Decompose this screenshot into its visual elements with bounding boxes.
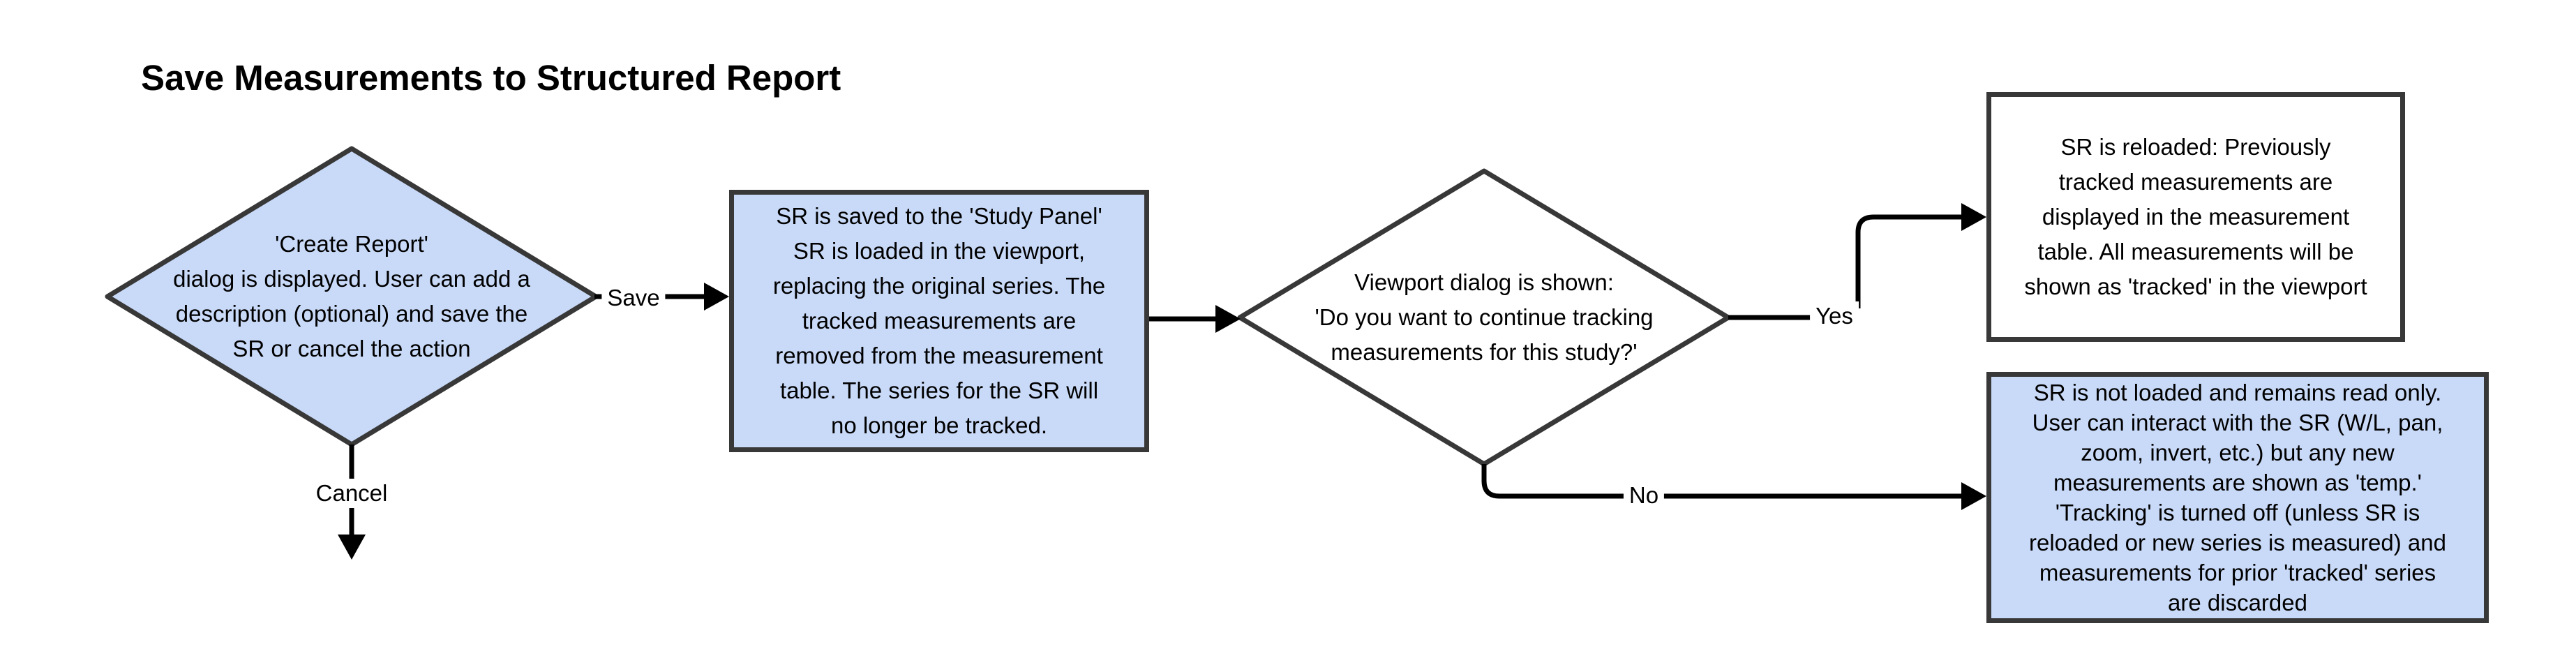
edge-no-arrowhead bbox=[1961, 482, 1986, 510]
edge-yes-arrowhead bbox=[1961, 203, 1986, 231]
edge-cancel-arrowhead bbox=[338, 535, 366, 560]
viewport-dialog-decision-label: Viewport dialog is shown: 'Do you want t… bbox=[1315, 269, 1654, 365]
edge-label-yes: Yes bbox=[1810, 301, 1859, 331]
diagram-title: Save Measurements to Structured Report bbox=[141, 58, 841, 98]
edge-label-cancel: Cancel bbox=[310, 479, 394, 508]
sr-saved-process-label: SR is saved to the 'Study Panel' SR is l… bbox=[772, 203, 1106, 438]
sr-not-loaded-result-box: SR is not loaded and remains read only. … bbox=[1986, 372, 2489, 623]
edge-label-save: Save bbox=[601, 283, 666, 313]
sr-not-loaded-result-label: SR is not loaded and remains read only. … bbox=[2029, 380, 2446, 615]
sr-reloaded-result-label: SR is reloaded: Previously tracked measu… bbox=[2024, 134, 2367, 299]
create-report-decision-label: 'Create Report' dialog is displayed. Use… bbox=[173, 231, 530, 361]
edge-label-no: No bbox=[1623, 481, 1665, 510]
sr-saved-process-box: SR is saved to the 'Study Panel' SR is l… bbox=[729, 190, 1149, 452]
edge-save-arrowhead bbox=[704, 283, 729, 311]
sr-reloaded-result-box: SR is reloaded: Previously tracked measu… bbox=[1986, 92, 2405, 342]
edge-yes-elbow bbox=[1855, 214, 1962, 308]
edge-box-to-decision-arrowhead bbox=[1215, 305, 1241, 333]
edge-no-elbow bbox=[1481, 464, 1962, 499]
